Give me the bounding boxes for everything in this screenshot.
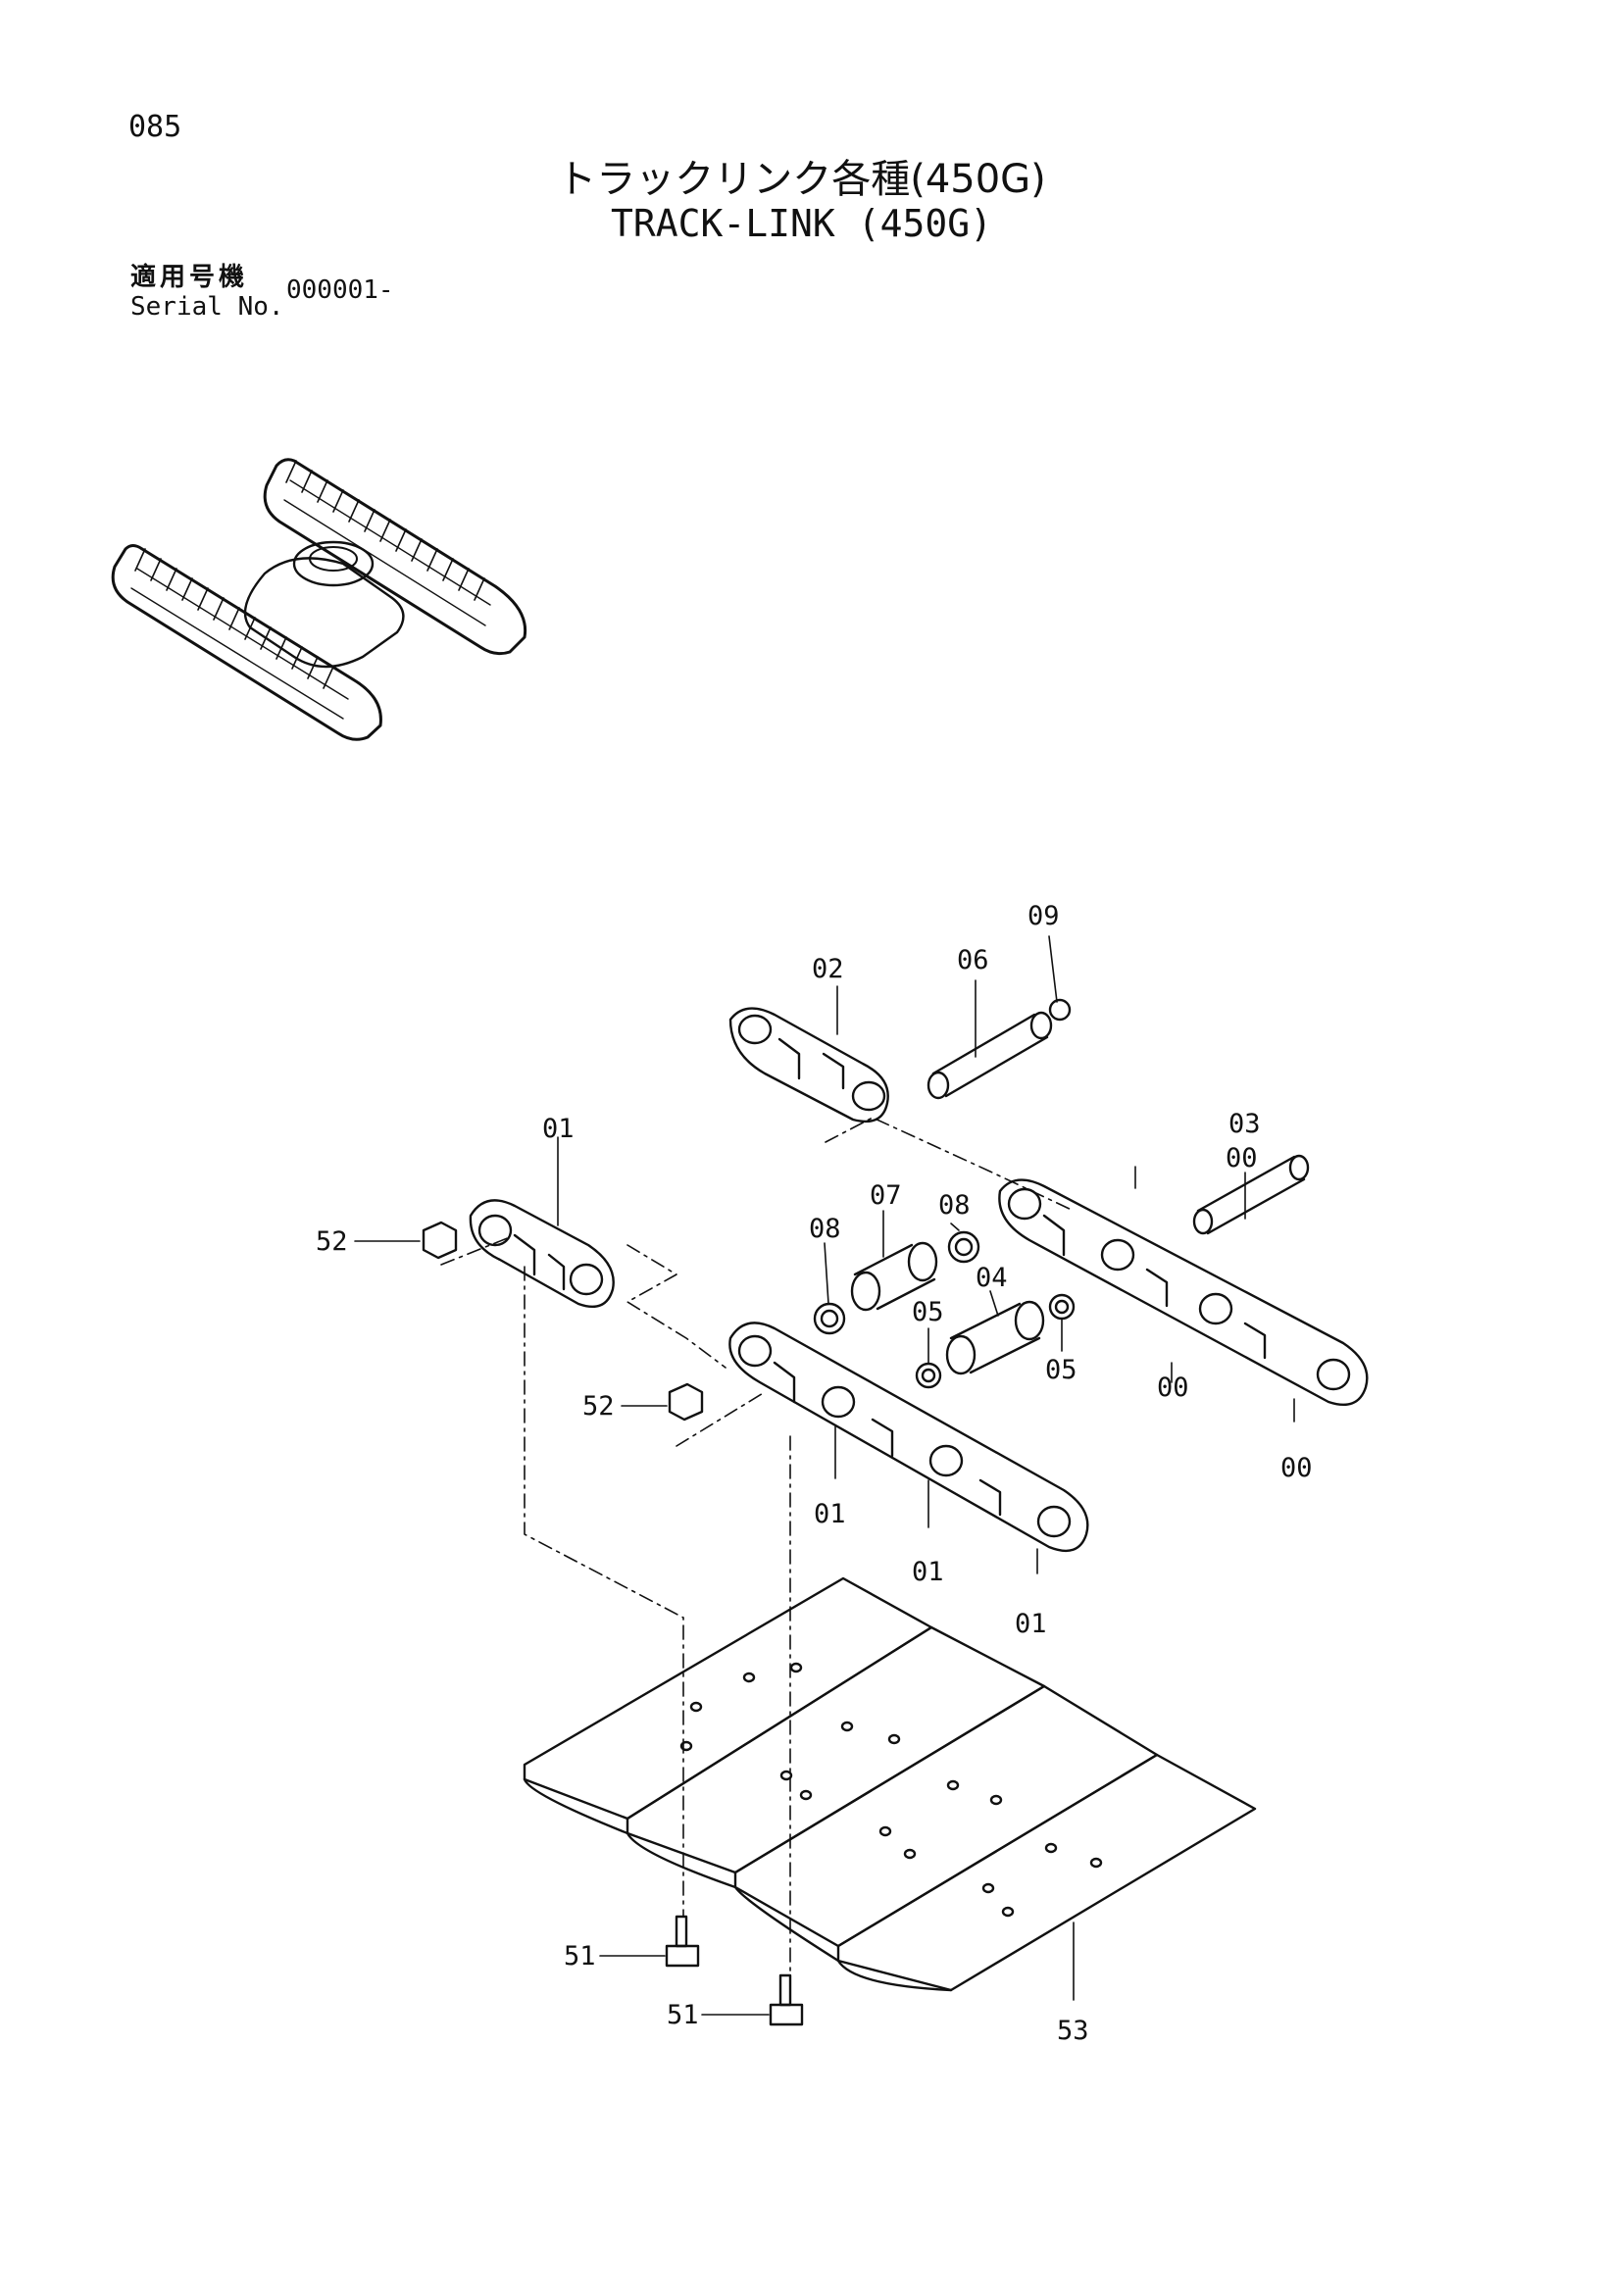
callout-01-c: 01 bbox=[912, 1557, 944, 1587]
callouts: 00 00 00 01 01 01 01 02 03 04 05 05 06 0… bbox=[316, 901, 1313, 2046]
assembly-lines bbox=[440, 1117, 1075, 1976]
bushing-04-drawing bbox=[945, 1300, 1045, 1375]
callout-07: 07 bbox=[870, 1180, 902, 1211]
callout-51-a: 51 bbox=[564, 1941, 596, 1972]
callout-09: 09 bbox=[1027, 901, 1060, 931]
callout-00-a: 00 bbox=[1226, 1143, 1258, 1173]
title-english: TRACK-LINK (450G) bbox=[611, 202, 992, 245]
callout-01-d: 01 bbox=[1015, 1609, 1047, 1639]
bushing-07-drawing bbox=[850, 1241, 938, 1312]
callout-06: 06 bbox=[957, 945, 989, 975]
pin-03-drawing bbox=[1192, 1154, 1310, 1235]
callout-01-b: 01 bbox=[814, 1499, 846, 1529]
link-02-drawing bbox=[728, 1007, 889, 1123]
seal-05-drawing bbox=[915, 1293, 1076, 1389]
seal-08-drawing bbox=[813, 1230, 980, 1335]
serial-value: 000001- bbox=[286, 275, 394, 305]
link-00-assembly-drawing bbox=[998, 1178, 1369, 1407]
callout-08-a: 08 bbox=[809, 1214, 841, 1244]
leader-lines bbox=[354, 935, 1295, 2016]
callout-51-b: 51 bbox=[667, 2000, 699, 2030]
callout-05-b: 05 bbox=[1045, 1355, 1077, 1385]
callout-52-a: 52 bbox=[316, 1226, 348, 1257]
link-01-left-drawing bbox=[469, 1199, 615, 1309]
track-shoes-drawing bbox=[523, 1576, 1257, 1992]
callout-05-a: 05 bbox=[912, 1297, 944, 1327]
callout-08-b: 08 bbox=[938, 1190, 971, 1221]
title-japanese: トラックリンク各種(450G) bbox=[557, 157, 1046, 202]
callout-01-a: 01 bbox=[542, 1114, 575, 1144]
pin-06-drawing bbox=[927, 1011, 1053, 1100]
serial-label-english: Serial No. bbox=[130, 292, 284, 322]
serial-label-japanese: 適用号機 bbox=[130, 263, 249, 292]
callout-52-b: 52 bbox=[582, 1391, 615, 1422]
callout-02: 02 bbox=[812, 954, 844, 984]
undercarriage-illustration bbox=[111, 458, 527, 741]
callout-03: 03 bbox=[1228, 1109, 1261, 1139]
snap-ring-09-drawing bbox=[1048, 998, 1072, 1022]
link-01-chain-drawing bbox=[728, 1322, 1089, 1552]
callout-00-b: 00 bbox=[1157, 1373, 1189, 1403]
nut-52-drawing bbox=[422, 1221, 704, 1422]
callout-04: 04 bbox=[976, 1263, 1008, 1293]
callout-53: 53 bbox=[1057, 2016, 1089, 2046]
page-number: 085 bbox=[128, 110, 182, 144]
callout-00-c: 00 bbox=[1280, 1453, 1313, 1483]
